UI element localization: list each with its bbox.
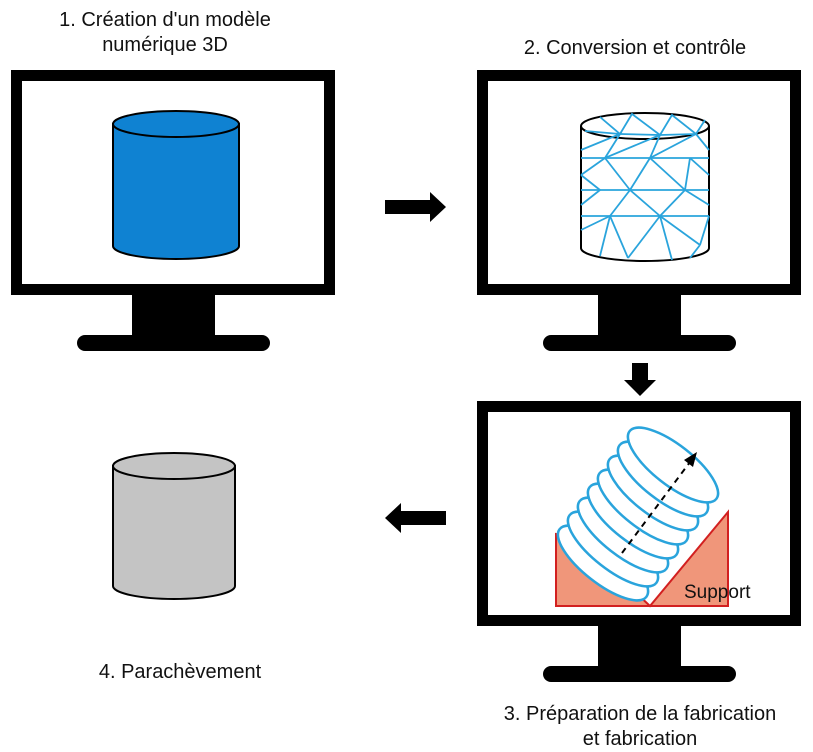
- step2-label: 2. Conversion et contrôle: [470, 36, 800, 61]
- step1-label-line2: numérique 3D: [102, 34, 228, 56]
- arrow-down-icon: [624, 363, 656, 396]
- step3-label: 3. Préparation de la fabrication et fabr…: [470, 702, 810, 752]
- layered-part-icon: [556, 426, 720, 602]
- step2-label-text: 2. Conversion et contrôle: [523, 37, 747, 59]
- step1-label: 1. Création d'un modèle numérique 3D: [0, 8, 330, 58]
- step4-label-text: 4. Parachèvement: [98, 661, 262, 683]
- finished-cylinder-icon: [112, 452, 236, 600]
- step4-label: 4. Parachèvement: [0, 660, 360, 685]
- build-direction-arrow-icon: [621, 452, 697, 554]
- monitor-1: [11, 70, 335, 351]
- monitor-2: [477, 70, 801, 351]
- monitor-3: Support: [477, 401, 801, 682]
- support-label: Support: [684, 582, 751, 603]
- step3-label-line1: 3. Préparation de la fabrication: [503, 703, 777, 725]
- blue-cylinder-icon: [112, 110, 240, 260]
- step3-label-line2: et fabrication: [582, 728, 698, 750]
- step1-label-line1: 1. Création d'un modèle: [59, 9, 271, 31]
- mesh-cylinder-icon: [580, 112, 710, 262]
- arrow-right-icon: [385, 192, 446, 222]
- arrow-left-icon: [385, 503, 446, 533]
